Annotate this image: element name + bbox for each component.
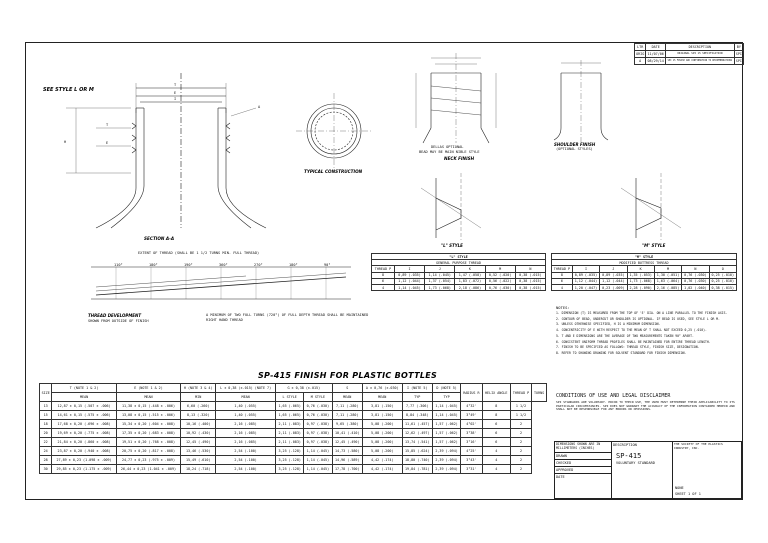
svg-text:T: T bbox=[106, 123, 109, 127]
svg-text:T: T bbox=[174, 83, 177, 87]
thread-label: THREAD DEVELOPMENT bbox=[88, 313, 142, 318]
rev-header: DATE bbox=[645, 43, 667, 51]
note-item: 4. CONCENTRICITY OF E WITH RESPECT TO TH… bbox=[556, 328, 707, 333]
l-style-table: "L" STYLE GENERAL PURPOSE THREAD THREAD … bbox=[371, 252, 547, 292]
angle-label: 90° bbox=[324, 263, 331, 267]
m-style-detail bbox=[620, 173, 682, 240]
angle-label: 180° bbox=[149, 263, 158, 267]
title-block-left: DIMENSIONS SHOWN ARE IN MILLIMETERS (INC… bbox=[555, 442, 612, 498]
rev-header: LTR bbox=[633, 43, 647, 51]
m-style-label: "M" STYLE bbox=[642, 243, 666, 248]
angle-label: 180° bbox=[289, 263, 298, 267]
finish-table-title: SP-415 FINISH FOR PLASTIC BOTTLES bbox=[258, 371, 438, 380]
thread-note-2: RIGHT HAND THREAD bbox=[206, 318, 243, 322]
svg-text:E: E bbox=[174, 91, 176, 95]
angle-label: 270° bbox=[254, 263, 263, 267]
section-view: HTE TEI A bbox=[64, 73, 267, 229]
title-block-right: THE SOCIETY OF THE PLASTICS INDUSTRY, IN… bbox=[674, 442, 723, 496]
typical-label: TYPICAL CONSTRUCTION bbox=[304, 169, 363, 174]
rev-header: DESCRIPTION bbox=[665, 43, 735, 51]
thread-sub: SHOWN FROM OUTSIDE OF FINISH bbox=[88, 319, 149, 323]
neck-label: NECK FINISH bbox=[444, 156, 475, 161]
thread-extent-label: EXTENT OF THREAD (SHALL BE 1 1/2 TURNS M… bbox=[138, 251, 260, 255]
shoulder-sub: (OPTIONAL STYLES) bbox=[556, 147, 593, 151]
svg-text:A: A bbox=[258, 105, 261, 109]
title-block-center: DESCRIPTION SP-415 VOLUNTARY STANDARD bbox=[612, 442, 673, 498]
neck-note-2: BEAD MAY BE MAIN NIBLE STYLE bbox=[419, 150, 480, 154]
m-style-table-wrap: "M" STYLE MODIFIED BUTTRESS THREAD THREA… bbox=[551, 252, 738, 292]
neck-finish-view bbox=[415, 53, 497, 144]
shoulder-label: SHOULDER FINISH bbox=[554, 142, 596, 147]
l-style-table-wrap: "L" STYLE GENERAL PURPOSE THREAD THREAD … bbox=[371, 252, 547, 292]
drawing-number: SP-415 bbox=[616, 452, 642, 461]
conditions-text: SPI STANDARDS ARE VOLUNTARY. PRIOR TO TH… bbox=[556, 400, 735, 412]
note-item: 3. UNLESS OTHERWISE SPECIFIED, H IS A MI… bbox=[556, 322, 661, 327]
finish-table: SIZE T (NOTE 1 & 2) E (NOTE 1 & 2) H (NO… bbox=[38, 383, 547, 474]
neck-note: DELLAS OPTIONAL bbox=[431, 145, 464, 149]
m-style-table: "M" STYLE MODIFIED BUTTRESS THREAD THREA… bbox=[551, 252, 738, 292]
shoulder-finish-view bbox=[553, 60, 609, 142]
note-item: 7. FINISH TO BE SPECIFIED AS FOLLOWS: TH… bbox=[556, 345, 700, 350]
note-item: 1. DIMENSION (T) IS MEASURED FROM THE TO… bbox=[556, 310, 728, 315]
svg-text:I: I bbox=[174, 97, 176, 101]
bead-style-label: SEE STYLE L OR M bbox=[43, 87, 94, 93]
conditions-title: CONDITIONS OF USE AND LEGAL DISCLAIMER bbox=[556, 393, 671, 399]
angle-label: 190° bbox=[184, 263, 193, 267]
note-item: 8. REFER TO SHOWING DRAWING FOR SOLVENT … bbox=[556, 351, 687, 356]
rev-header: BY bbox=[733, 43, 745, 51]
thread-development bbox=[91, 266, 351, 300]
thread-note: A MINIMUM OF TWO FULL TURNS (720°) OF FU… bbox=[206, 313, 369, 317]
svg-text:H: H bbox=[64, 140, 66, 144]
typical-view bbox=[296, 93, 372, 169]
note-item: 5. T AND E DIMENSIONS ARE THE AVERAGE OF… bbox=[556, 333, 694, 338]
title-block: DIMENSIONS SHOWN ARE IN MILLIMETERS (INC… bbox=[554, 441, 742, 499]
note-item: 6. CONSISTENT UNIFORM THREAD PROFILES SH… bbox=[556, 339, 711, 344]
section-label: SECTION A-A bbox=[144, 236, 175, 241]
angle-label: 110° bbox=[114, 263, 123, 267]
note-item: 2. CONTOUR OF BEAD, UNDERCUT OR SHOULDER… bbox=[556, 316, 720, 321]
notes-header: NOTES: bbox=[556, 305, 570, 310]
l-style-detail bbox=[420, 173, 482, 240]
angle-label: 360° bbox=[219, 263, 228, 267]
notes: NOTES: 1. DIMENSION (T) IS MEASURED FROM… bbox=[556, 306, 736, 358]
svg-text:E: E bbox=[106, 141, 108, 145]
l-style-label: "L" STYLE bbox=[441, 243, 463, 248]
